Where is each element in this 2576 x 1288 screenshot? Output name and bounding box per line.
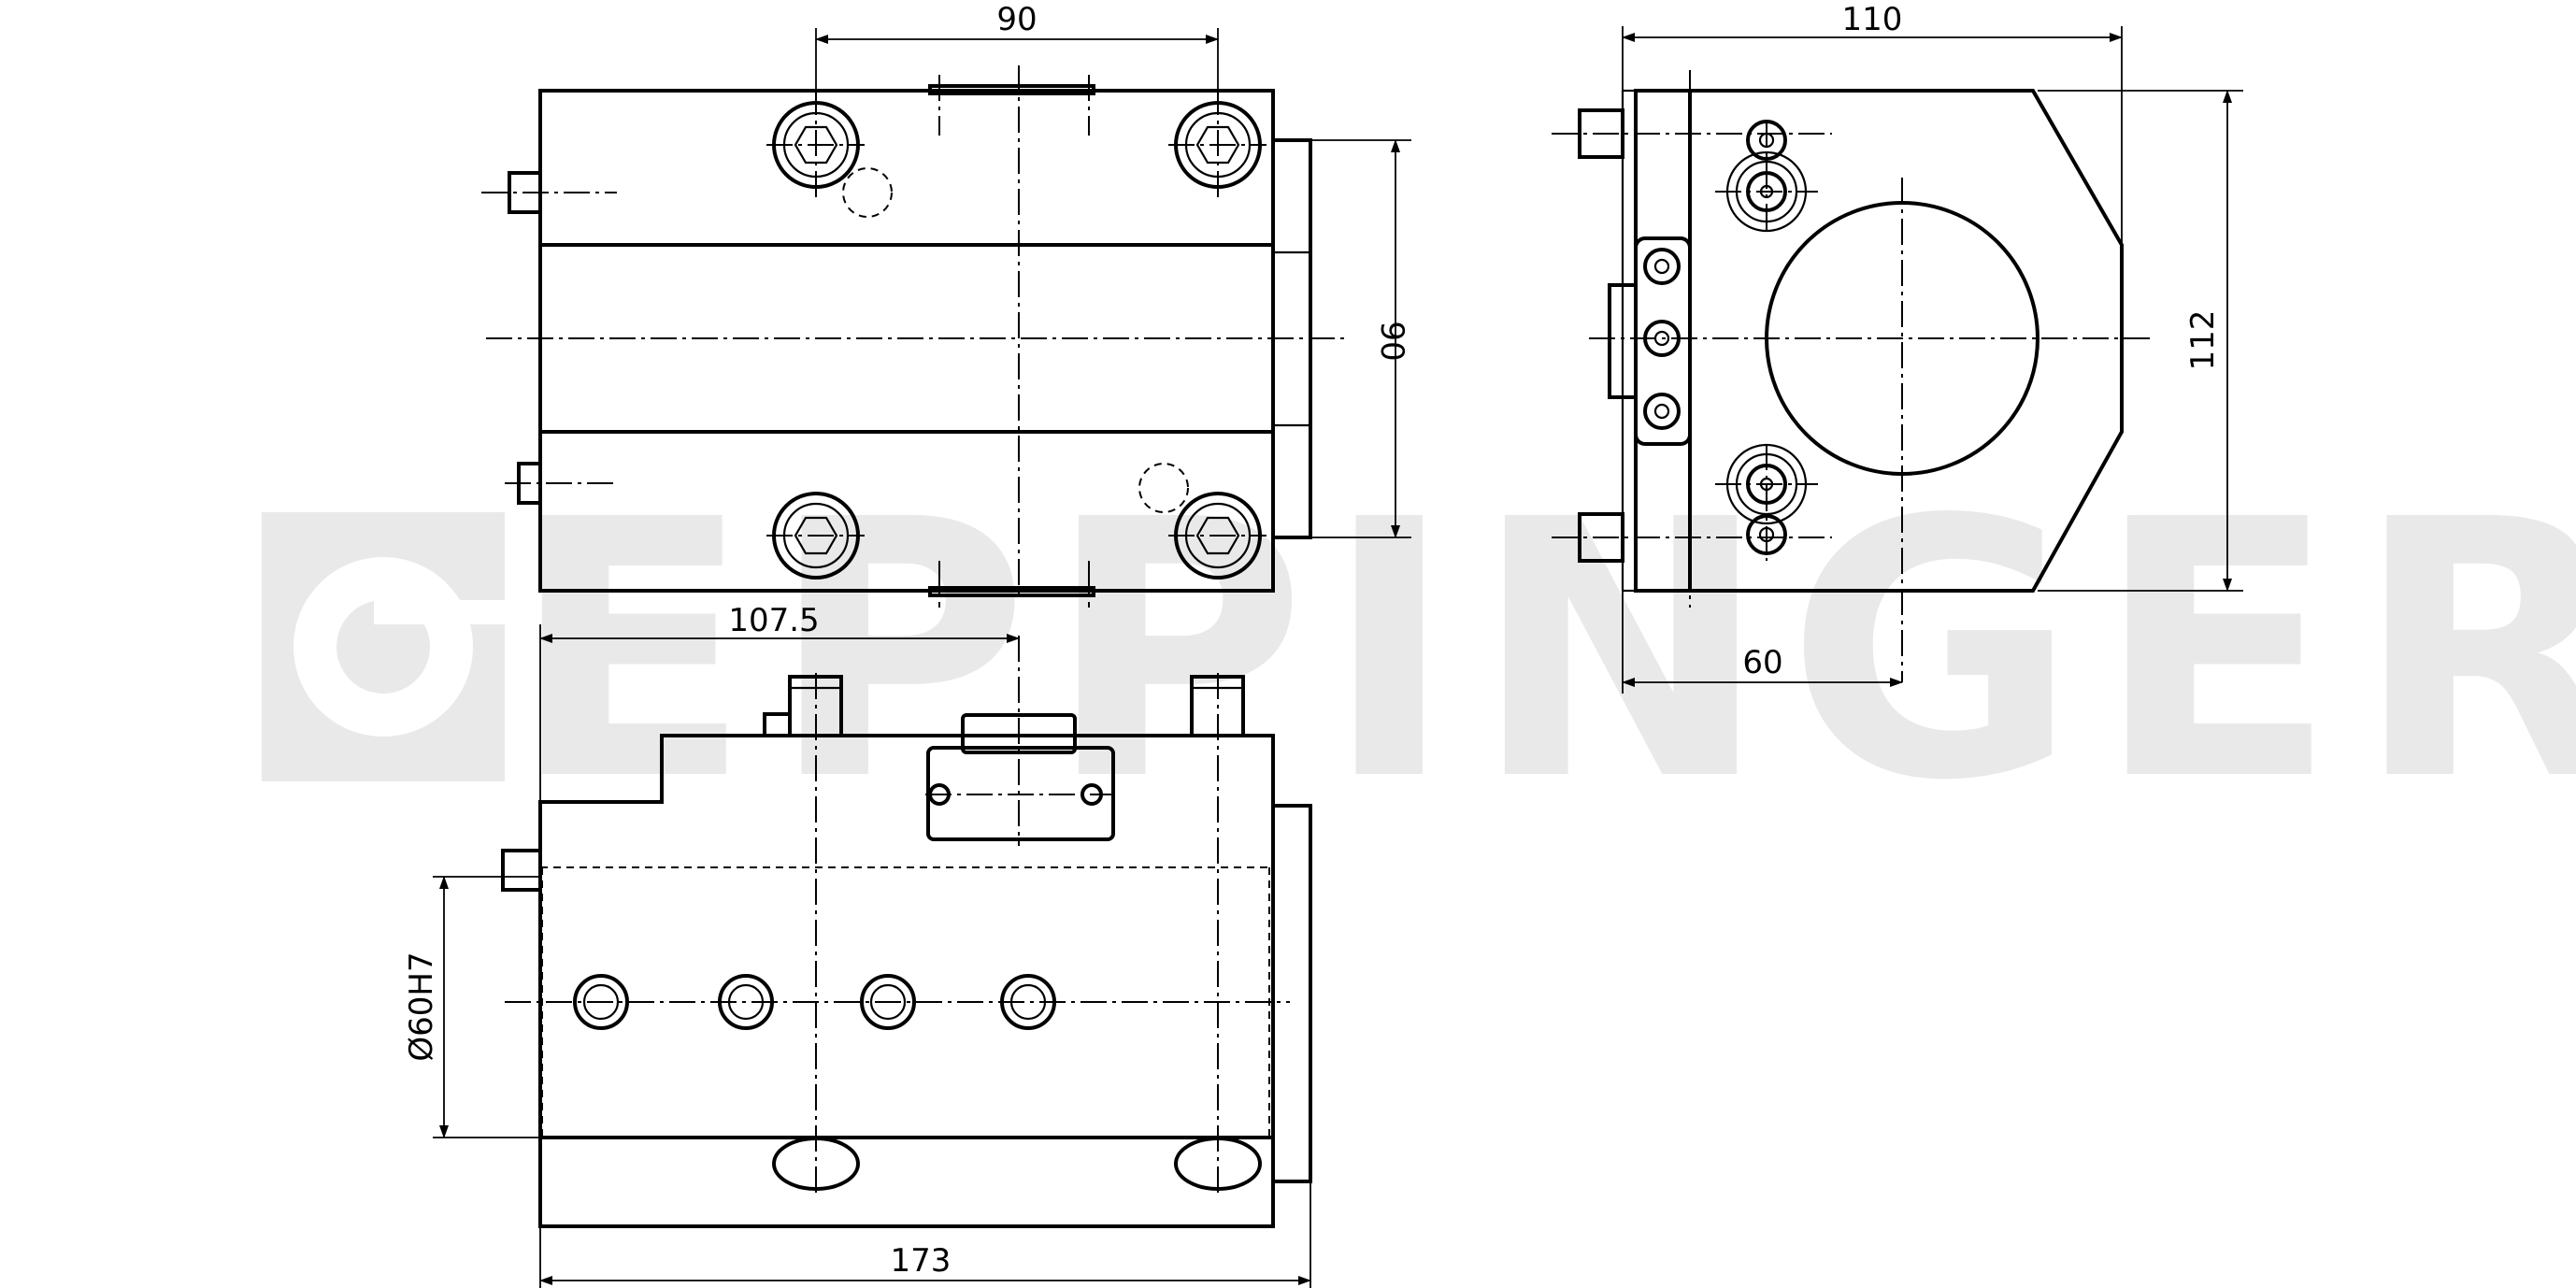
dimension-overall-length: 173 bbox=[539, 1181, 1311, 1288]
dimension-side-height: 112 bbox=[2038, 90, 2243, 592]
screw-icon bbox=[1643, 393, 1681, 430]
dimension-text: 90 bbox=[996, 1, 1037, 38]
dimension-bottom-center-offset: 107.5 bbox=[539, 602, 1020, 802]
watermark-text: EPPINGER bbox=[509, 444, 2576, 858]
dimension-text: 107.5 bbox=[728, 602, 819, 639]
dimension-side-width: 110 bbox=[1622, 1, 2123, 245]
dimension-front-height: 90 bbox=[1310, 139, 1411, 538]
dimension-text: 60 bbox=[1742, 644, 1782, 681]
dimension-text: 110 bbox=[1842, 1, 1903, 38]
dimension-text: 173 bbox=[891, 1242, 952, 1280]
watermark: EPPINGER bbox=[262, 444, 2576, 858]
front-view bbox=[501, 636, 1312, 1228]
dimension-bore-diameter: Ø60H7 bbox=[403, 876, 540, 1138]
dimension-text: Ø60H7 bbox=[403, 952, 440, 1061]
side-view bbox=[1552, 70, 2150, 682]
dimension-top-bolt-spacing: 90 bbox=[815, 1, 1219, 101]
dimension-text: 112 bbox=[2184, 310, 2222, 371]
socket-screw-icon bbox=[573, 974, 629, 1030]
screw-icon bbox=[1643, 248, 1681, 285]
dimension-text: 90 bbox=[1373, 321, 1410, 361]
socket-screw-icon bbox=[860, 974, 916, 1030]
dimension-side-center-offset: 60 bbox=[1622, 591, 1903, 694]
top-view bbox=[481, 65, 1346, 608]
eppinger-logo-icon bbox=[262, 512, 514, 781]
